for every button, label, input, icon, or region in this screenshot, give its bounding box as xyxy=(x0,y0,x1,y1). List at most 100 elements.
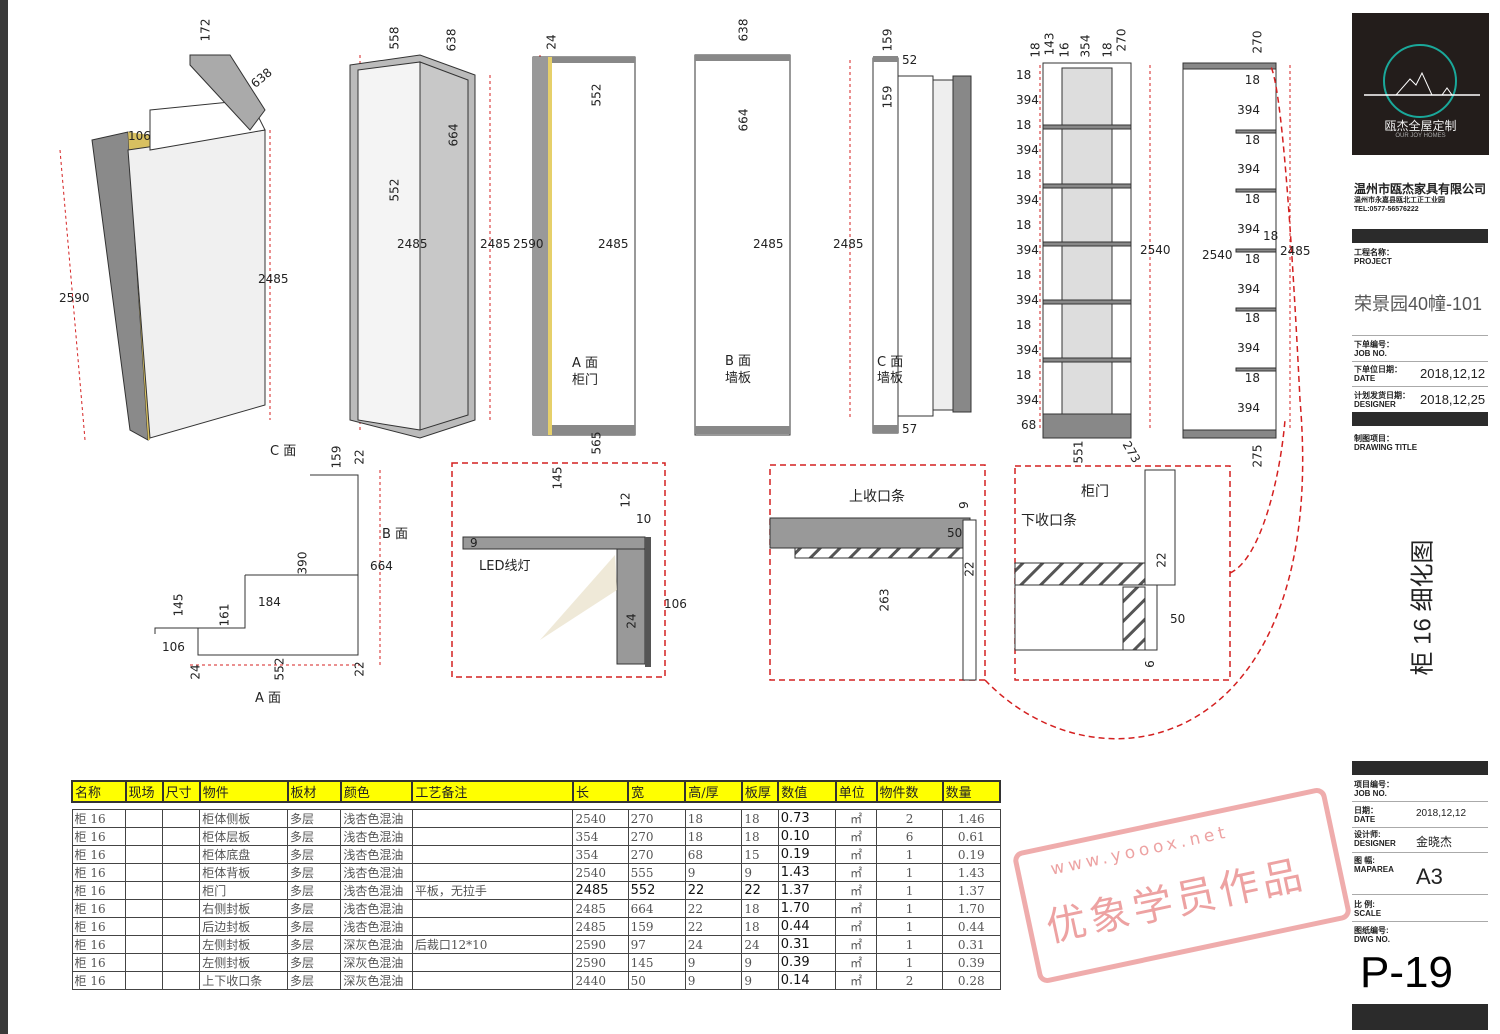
table-cell xyxy=(411,917,574,936)
table-cell: 1 xyxy=(875,881,944,900)
dim-label: 159 xyxy=(880,85,895,109)
label-cn: 图 幅: xyxy=(1354,856,1375,865)
table-cell: 多层 xyxy=(286,827,342,846)
dim-label: 394 xyxy=(1016,243,1039,257)
face-label: B 面 xyxy=(382,527,409,542)
table-cell: 柜 16 xyxy=(71,971,127,990)
detail-top-trim xyxy=(769,517,977,681)
table-cell: 22 xyxy=(684,881,743,900)
table-cell: 柜 16 xyxy=(71,845,127,864)
project-label: 工程名称：PROJECT xyxy=(1354,248,1394,266)
part-label: 墙板 xyxy=(877,371,904,386)
dim-label: 18 xyxy=(1016,168,1032,182)
dim-label: 50 xyxy=(947,526,963,540)
table-cell: 浅杏色混油 xyxy=(340,881,413,900)
plan-view xyxy=(154,474,359,656)
dim-label: 275 xyxy=(1250,444,1265,468)
title-block: 瓯杰全屋定制 OUR JOY HOMES 温州市瓯杰家具有限公司 温州市永嘉县瓯… xyxy=(1350,0,1490,1034)
divider xyxy=(1352,386,1488,387)
table-cell xyxy=(125,863,164,882)
maparea-value: A3 xyxy=(1416,864,1443,889)
table-cell: 18 xyxy=(684,809,743,828)
table-cell: 1.70 xyxy=(777,899,837,918)
dim-label: 394 xyxy=(1016,393,1039,407)
table-cell: 1.43 xyxy=(942,863,1001,882)
table-cell: 柜体侧板 xyxy=(199,809,288,828)
dim-label: 2485 xyxy=(258,272,289,286)
table-cell: 后边封板 xyxy=(199,917,288,936)
table-cell: 18 xyxy=(741,827,779,846)
table-cell: 1 xyxy=(875,845,944,864)
company-tel: TEL:0577-56576222 xyxy=(1354,206,1419,213)
dim-label: 18 xyxy=(1016,218,1032,232)
table-cell: 9 xyxy=(741,971,779,990)
dim-label: 106 xyxy=(664,597,687,611)
dim-label: 24 xyxy=(188,664,203,680)
dim-label: 638 xyxy=(444,28,459,52)
dim-label: 106 xyxy=(128,129,151,143)
label-en: MAPAREA xyxy=(1354,865,1394,874)
table-cell: 浅杏色混油 xyxy=(340,827,413,846)
table-cell: 后裁口12*10 xyxy=(411,935,574,954)
dim-label: 664 xyxy=(446,123,461,147)
table-cell: ㎡ xyxy=(835,863,877,882)
table-cell: ㎡ xyxy=(835,809,877,828)
table-cell: 2485 xyxy=(572,917,629,936)
table-cell: 浅杏色混油 xyxy=(340,899,413,918)
dim-label: 2590 xyxy=(513,237,544,251)
table-cell: 0.14 xyxy=(777,971,837,990)
dim-label: 394 xyxy=(1237,281,1260,296)
label-cn: 计划发货日期： xyxy=(1354,391,1410,400)
dim-label: 2590 xyxy=(59,291,90,305)
dim-label: 638 xyxy=(736,18,751,42)
divider xyxy=(1352,801,1488,802)
dim-label: 18 xyxy=(1244,73,1260,87)
divider-bar xyxy=(1352,412,1488,426)
divider-bar xyxy=(1352,229,1488,243)
table-cell: 柜 16 xyxy=(71,917,127,936)
callout-label: LED线灯 xyxy=(479,559,531,574)
divider xyxy=(1352,827,1488,828)
company-name: 温州市瓯杰家具有限公司 xyxy=(1354,182,1487,196)
table-cell: 1 xyxy=(875,899,944,918)
table-cell: 深灰色混油 xyxy=(340,971,413,990)
dim-label: 2485 xyxy=(480,237,511,251)
table-cell xyxy=(162,971,201,990)
dim-label: 18 xyxy=(1016,318,1032,332)
dim-label: 263 xyxy=(877,588,892,612)
job-no-label: 下单编号：JOB NO. xyxy=(1354,340,1394,358)
label-en: JOB NO. xyxy=(1354,789,1387,798)
dim-label: 18 xyxy=(1016,118,1032,132)
dim-label: 18 xyxy=(1244,192,1260,207)
label-en: JOB NO. xyxy=(1354,349,1387,358)
dim-label: 50 xyxy=(1170,612,1186,626)
bom-header-row: 名称现场尺寸物件板材颜色工艺备注长宽高/厚板厚数值单位物件数数量 xyxy=(71,780,1002,803)
dim-label: 2485 xyxy=(598,237,629,251)
column-header: 物件 xyxy=(198,780,289,803)
table-cell: 深灰色混油 xyxy=(340,935,413,954)
table-cell xyxy=(125,827,164,846)
table-cell: 1 xyxy=(875,863,944,882)
table-cell: 9 xyxy=(741,953,779,972)
table-cell: 多层 xyxy=(286,917,342,936)
dim-label: 18 xyxy=(1016,268,1032,282)
dim-label: 2540 xyxy=(1140,243,1171,257)
side-panel-view xyxy=(349,54,476,439)
table-cell: 多层 xyxy=(286,899,342,918)
table-cell: 柜 16 xyxy=(71,953,127,972)
divider-bar xyxy=(1352,761,1488,775)
table-cell: 柜体底盘 xyxy=(199,845,288,864)
shelf-front-view xyxy=(1042,62,1132,439)
table-cell: 68 xyxy=(684,845,743,864)
dim-label: 22 xyxy=(352,449,367,465)
table-cell: 2485 xyxy=(572,881,629,900)
table-cell: 1 xyxy=(875,935,944,954)
table-cell: 柜 16 xyxy=(71,881,127,900)
table-cell xyxy=(125,953,164,972)
table-cell: 浅杏色混油 xyxy=(340,863,413,882)
table-cell: 多层 xyxy=(286,881,342,900)
dwg-no-label: 图纸编号:DWG NO. xyxy=(1354,926,1390,944)
face-label: B 面 xyxy=(725,354,752,369)
table-cell xyxy=(125,845,164,864)
